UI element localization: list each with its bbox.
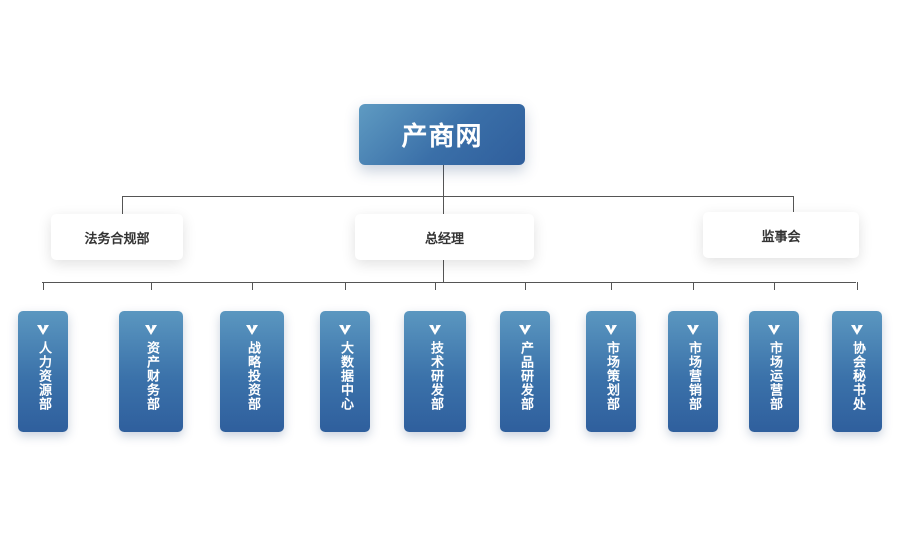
department-tick	[43, 282, 44, 290]
v-logo-icon	[429, 325, 441, 335]
department-node: 市场策划部	[586, 311, 636, 432]
connector-center	[443, 196, 444, 214]
center-down-connector	[443, 260, 444, 282]
department-label: 大数据中心	[338, 341, 353, 411]
v-logo-icon	[246, 325, 258, 335]
connector-right	[793, 196, 794, 212]
department-tick	[345, 282, 346, 290]
node-label: 法务合规部	[84, 231, 150, 247]
department-tick	[435, 282, 436, 290]
department-label: 产品研发部	[518, 341, 533, 411]
department-tick	[611, 282, 612, 290]
department-node: 技术研发部	[404, 311, 466, 432]
department-node: 人力资源部	[18, 311, 68, 432]
node-label: 总经理	[424, 231, 464, 247]
v-logo-icon	[768, 325, 780, 335]
department-node: 资产财务部	[119, 311, 183, 432]
v-logo-icon	[339, 325, 351, 335]
root-label: 产商网	[401, 122, 483, 152]
department-label: 资产财务部	[144, 341, 159, 411]
v-logo-icon	[145, 325, 157, 335]
department-tick	[151, 282, 152, 290]
department-bus	[42, 282, 856, 283]
department-node: 协会秘书处	[832, 311, 882, 432]
v-logo-icon	[519, 325, 531, 335]
department-label: 战略投资部	[245, 341, 260, 411]
v-logo-icon	[687, 325, 699, 335]
root-node: 产商网	[359, 104, 525, 165]
department-node: 市场运营部	[749, 311, 799, 432]
department-tick	[774, 282, 775, 290]
department-node: 市场营销部	[668, 311, 718, 432]
department-label: 人力资源部	[36, 341, 51, 411]
department-tick	[525, 282, 526, 290]
v-logo-icon	[851, 325, 863, 335]
v-logo-icon	[37, 325, 49, 335]
department-node: 产品研发部	[500, 311, 550, 432]
v-logo-icon	[605, 325, 617, 335]
department-label: 市场策划部	[604, 341, 619, 411]
department-tick	[252, 282, 253, 290]
connector-left	[122, 196, 123, 214]
department-label: 市场营销部	[686, 341, 701, 411]
department-tick	[857, 282, 858, 290]
root-connector	[443, 165, 444, 196]
department-node: 大数据中心	[320, 311, 370, 432]
level2-bus	[122, 196, 794, 197]
department-label: 协会秘书处	[850, 341, 865, 411]
department-label: 技术研发部	[428, 341, 443, 411]
department-tick	[693, 282, 694, 290]
node-general-manager: 总经理	[355, 214, 534, 260]
node-label: 监事会	[761, 229, 801, 245]
department-label: 市场运营部	[767, 341, 782, 411]
node-supervisory-board: 监事会	[703, 212, 859, 258]
node-legal-compliance: 法务合规部	[51, 214, 183, 260]
department-node: 战略投资部	[220, 311, 284, 432]
